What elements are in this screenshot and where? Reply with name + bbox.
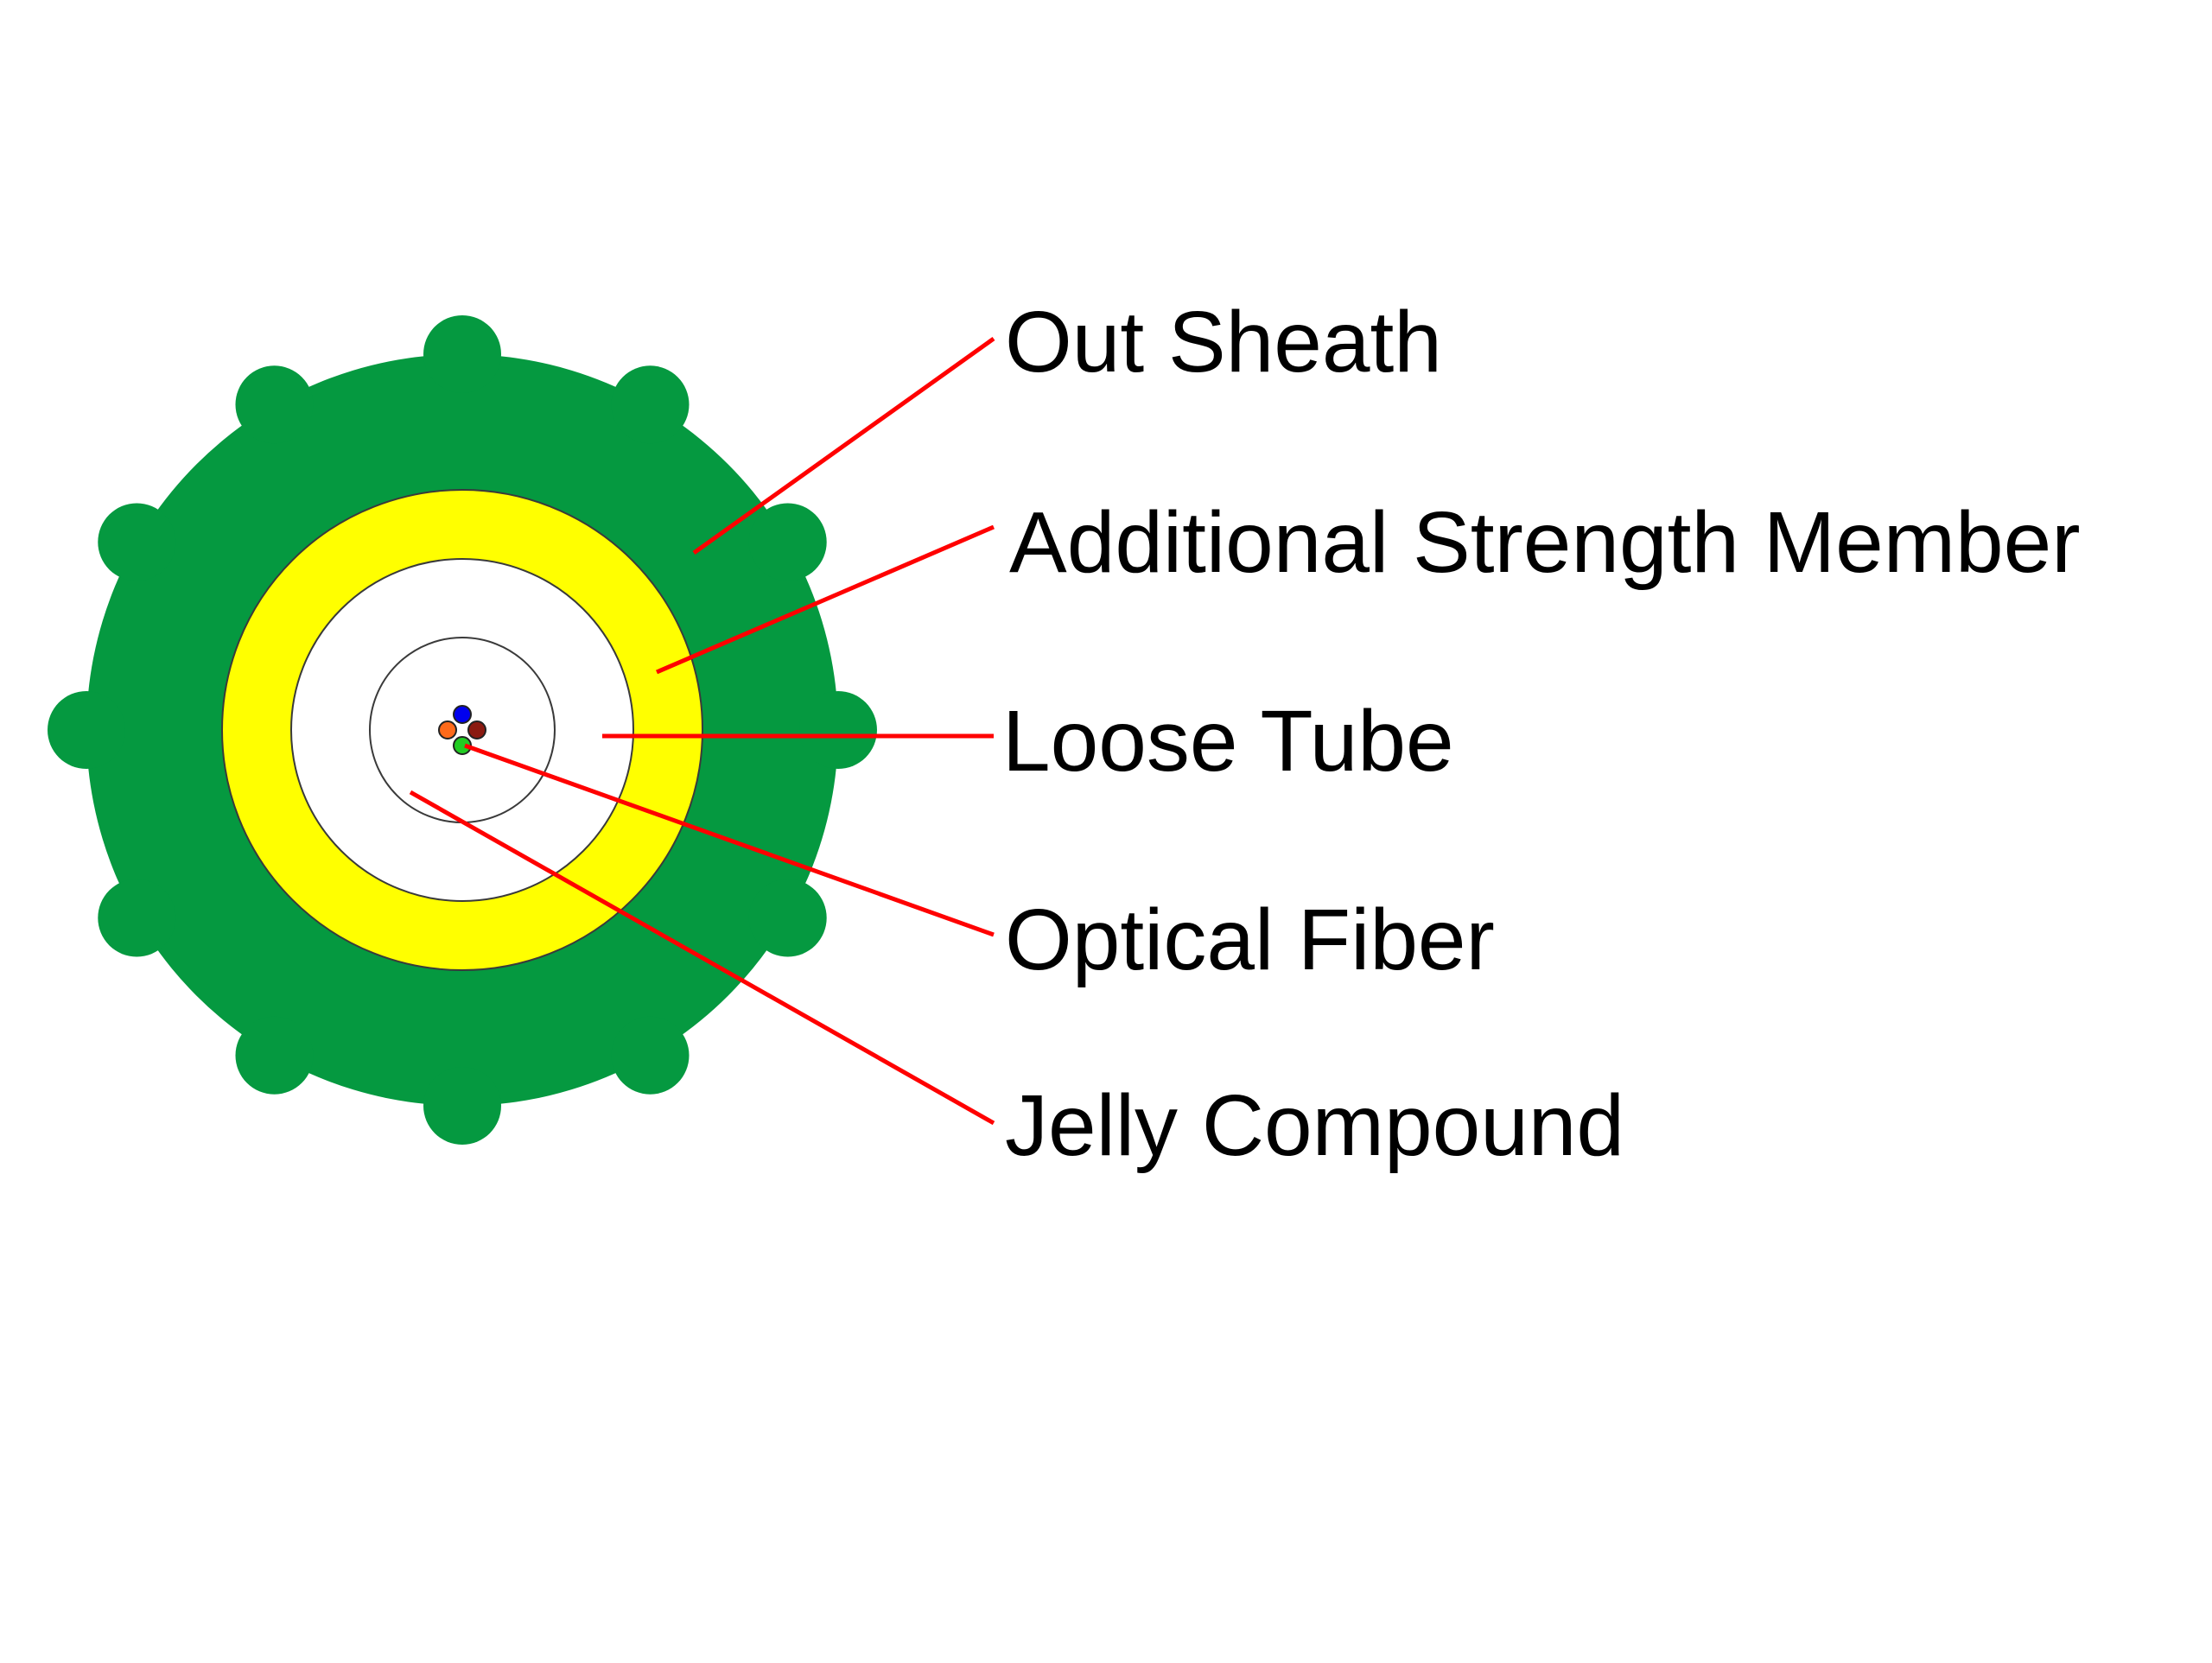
out-sheath-bump (235, 1016, 314, 1095)
out-sheath-bump (48, 691, 125, 769)
leader-lines (409, 336, 995, 1126)
leader-line-optical-fiber (464, 743, 995, 937)
optical-fibers (438, 705, 486, 755)
label-loose-tube: Loose Tube (1002, 693, 1454, 790)
optical-fiber-blue (453, 705, 472, 724)
out-sheath-bump (235, 365, 314, 444)
out-sheath-bump (611, 365, 690, 444)
out-sheath-bump (423, 315, 501, 393)
leader-line-jelly-compound (409, 790, 995, 1126)
out-sheath-bump (799, 691, 877, 769)
optical-fiber-brown (467, 720, 486, 739)
leader-line-out-sheath (692, 336, 995, 555)
label-optical-fiber: Optical Fiber (1005, 892, 1495, 988)
out-sheath-bump (98, 879, 176, 957)
optical-fiber-orange (438, 720, 457, 739)
out-sheath-bumps (48, 315, 877, 1145)
out-sheath-bump (98, 503, 176, 581)
loose-tube-circle (290, 558, 634, 902)
out-sheath-bump (748, 503, 827, 581)
out-sheath-bump (423, 1067, 501, 1145)
leader-line-strength-member (656, 524, 995, 675)
label-strength-member: Additional Strength Member (1009, 494, 2081, 591)
out-sheath-bump (611, 1016, 690, 1095)
out-sheath-bump (748, 879, 827, 957)
label-jelly-compound: Jelly Compound (1005, 1077, 1625, 1174)
label-out-sheath: Out Sheath (1005, 294, 1442, 390)
